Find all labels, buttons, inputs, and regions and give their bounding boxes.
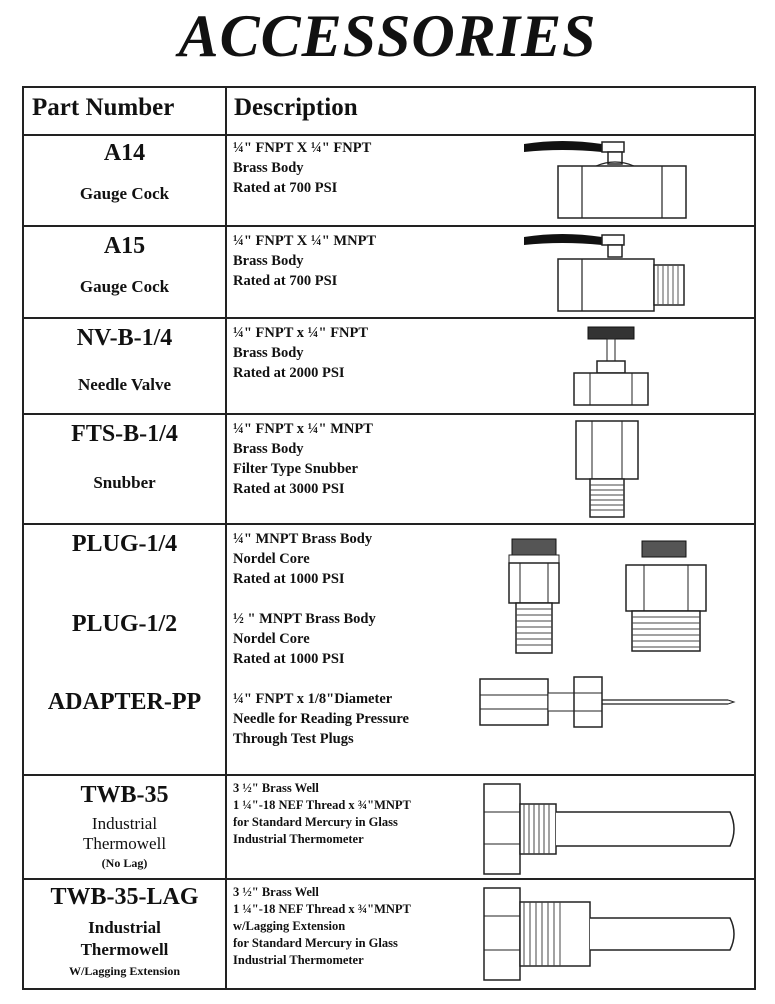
part-number: TWB-35 (80, 782, 169, 808)
adapter-needle-icon (479, 676, 736, 728)
description-line: ¼" FNPT x ¼" FNPT (233, 325, 369, 341)
table-row-a15: A15 Gauge Cock ¼" FNPT X ¼" MNPT Brass B… (24, 227, 754, 319)
accessories-table: Part Number Description A14 Gauge Cock ¼… (22, 86, 756, 990)
table-row-twb-35-lag: TWB-35-LAG Industrial Thermowell W/Laggi… (24, 880, 754, 990)
table-header: Part Number Description (24, 88, 754, 136)
description-line: Rated at 700 PSI (233, 273, 338, 289)
description: ¼" FNPT x 1/8"Diameter Needle for Readin… (233, 689, 409, 749)
header-part-number: Part Number (32, 94, 175, 121)
part-number: TWB-35-LAG (50, 884, 199, 910)
thermowell-icon (483, 783, 735, 875)
description-line: Rated at 1000 PSI (233, 651, 345, 667)
part-number: NV-B-1/4 (76, 325, 173, 351)
plug-half-icon (625, 540, 707, 652)
description: ¼" FNPT x ¼" MNPT Brass Body Filter Type… (233, 419, 373, 499)
description-line: Through Test Plugs (233, 731, 354, 747)
part-name: Industrial (91, 814, 158, 833)
description-line: Brass Body (233, 160, 304, 176)
description-line: Nordel Core (233, 551, 310, 567)
description-line: Brass Body (233, 253, 304, 269)
description-line: ½ " MNPT Brass Body (233, 611, 376, 627)
part-name: Thermowell (82, 834, 167, 853)
table-row-fts-b-1-4: FTS-B-1/4 Snubber ¼" FNPT x ¼" MNPT Bras… (24, 415, 754, 525)
plug-quarter-icon (508, 538, 560, 654)
description-line: Industrial Thermometer (233, 832, 364, 846)
thermowell-lag-icon (483, 887, 735, 981)
part-note: W/Lagging Extension (68, 964, 181, 978)
gauge-cock-icon (524, 234, 685, 312)
description: ¼" FNPT X ¼" FNPT Brass Body Rated at 70… (233, 138, 371, 198)
part-name: Gauge Cock (79, 184, 170, 203)
part-number: A15 (103, 233, 146, 259)
description-line: Rated at 1000 PSI (233, 571, 345, 587)
description: 3 ½" Brass Well 1 ¼"-18 NEF Thread x ¾"M… (233, 780, 411, 848)
description-line: w/Lagging Extension (233, 919, 346, 933)
description: ¼" MNPT Brass Body Nordel Core Rated at … (233, 529, 372, 589)
description-line: ¼" FNPT X ¼" FNPT (233, 140, 372, 156)
description-line: Rated at 700 PSI (233, 180, 338, 196)
needle-valve-icon (573, 326, 649, 406)
description: ½ " MNPT Brass Body Nordel Core Rated at… (233, 609, 376, 669)
part-name: Gauge Cock (79, 277, 170, 296)
part-note: (No Lag) (101, 856, 148, 870)
table-row-twb-35: TWB-35 Industrial Thermowell (No Lag) 3 … (24, 776, 754, 880)
description-line: ¼" FNPT X ¼" MNPT (233, 233, 377, 249)
description-line: for Standard Mercury in Glass (233, 815, 398, 829)
description-line: Nordel Core (233, 631, 310, 647)
description-line: Industrial Thermometer (233, 953, 364, 967)
table-row-plugs: PLUG-1/4 ¼" MNPT Brass Body Nordel Core … (24, 525, 754, 776)
header-description: Description (234, 94, 358, 121)
gauge-cock-icon (524, 141, 687, 219)
description-line: ¼" MNPT Brass Body (233, 531, 373, 547)
part-number: PLUG-1/4 (71, 531, 178, 557)
part-number: A14 (103, 140, 146, 166)
description-line: Rated at 2000 PSI (233, 365, 345, 381)
part-name: Thermowell (80, 940, 169, 959)
page-title: ACCESSORIES (178, 3, 597, 69)
description-line: for Standard Mercury in Glass (233, 936, 398, 950)
part-number: ADAPTER-PP (47, 689, 202, 715)
description-line: 1 ¼"-18 NEF Thread x ¾"MNPT (233, 798, 411, 812)
description: 3 ½" Brass Well 1 ¼"-18 NEF Thread x ¾"M… (233, 884, 411, 969)
description-line: Rated at 3000 PSI (233, 481, 345, 497)
description-line: ¼" FNPT x ¼" MNPT (233, 421, 373, 437)
table-row-nv-b-1-4: NV-B-1/4 Needle Valve ¼" FNPT x ¼" FNPT … (24, 319, 754, 415)
description-line: ¼" FNPT x 1/8"Diameter (233, 691, 393, 707)
part-name: Industrial (88, 918, 161, 937)
part-name: Snubber (93, 473, 156, 492)
description-line: 3 ½" Brass Well (233, 885, 319, 899)
part-name: Needle Valve (77, 375, 172, 394)
description-line: Brass Body (233, 441, 304, 457)
snubber-icon (575, 420, 639, 518)
description-line: Filter Type Snubber (233, 461, 358, 477)
description-line: 1 ¼"-18 NEF Thread x ¾"MNPT (233, 902, 411, 916)
part-number: PLUG-1/2 (71, 611, 178, 637)
column-divider (225, 88, 227, 988)
description: ¼" FNPT X ¼" MNPT Brass Body Rated at 70… (233, 231, 376, 291)
description: ¼" FNPT x ¼" FNPT Brass Body Rated at 20… (233, 323, 368, 383)
description-line: 3 ½" Brass Well (233, 781, 319, 795)
part-number: FTS-B-1/4 (71, 421, 178, 447)
description-line: Brass Body (233, 345, 304, 361)
description-line: Needle for Reading Pressure (233, 711, 409, 727)
table-row-a14: A14 Gauge Cock ¼" FNPT X ¼" FNPT Brass B… (24, 134, 754, 227)
